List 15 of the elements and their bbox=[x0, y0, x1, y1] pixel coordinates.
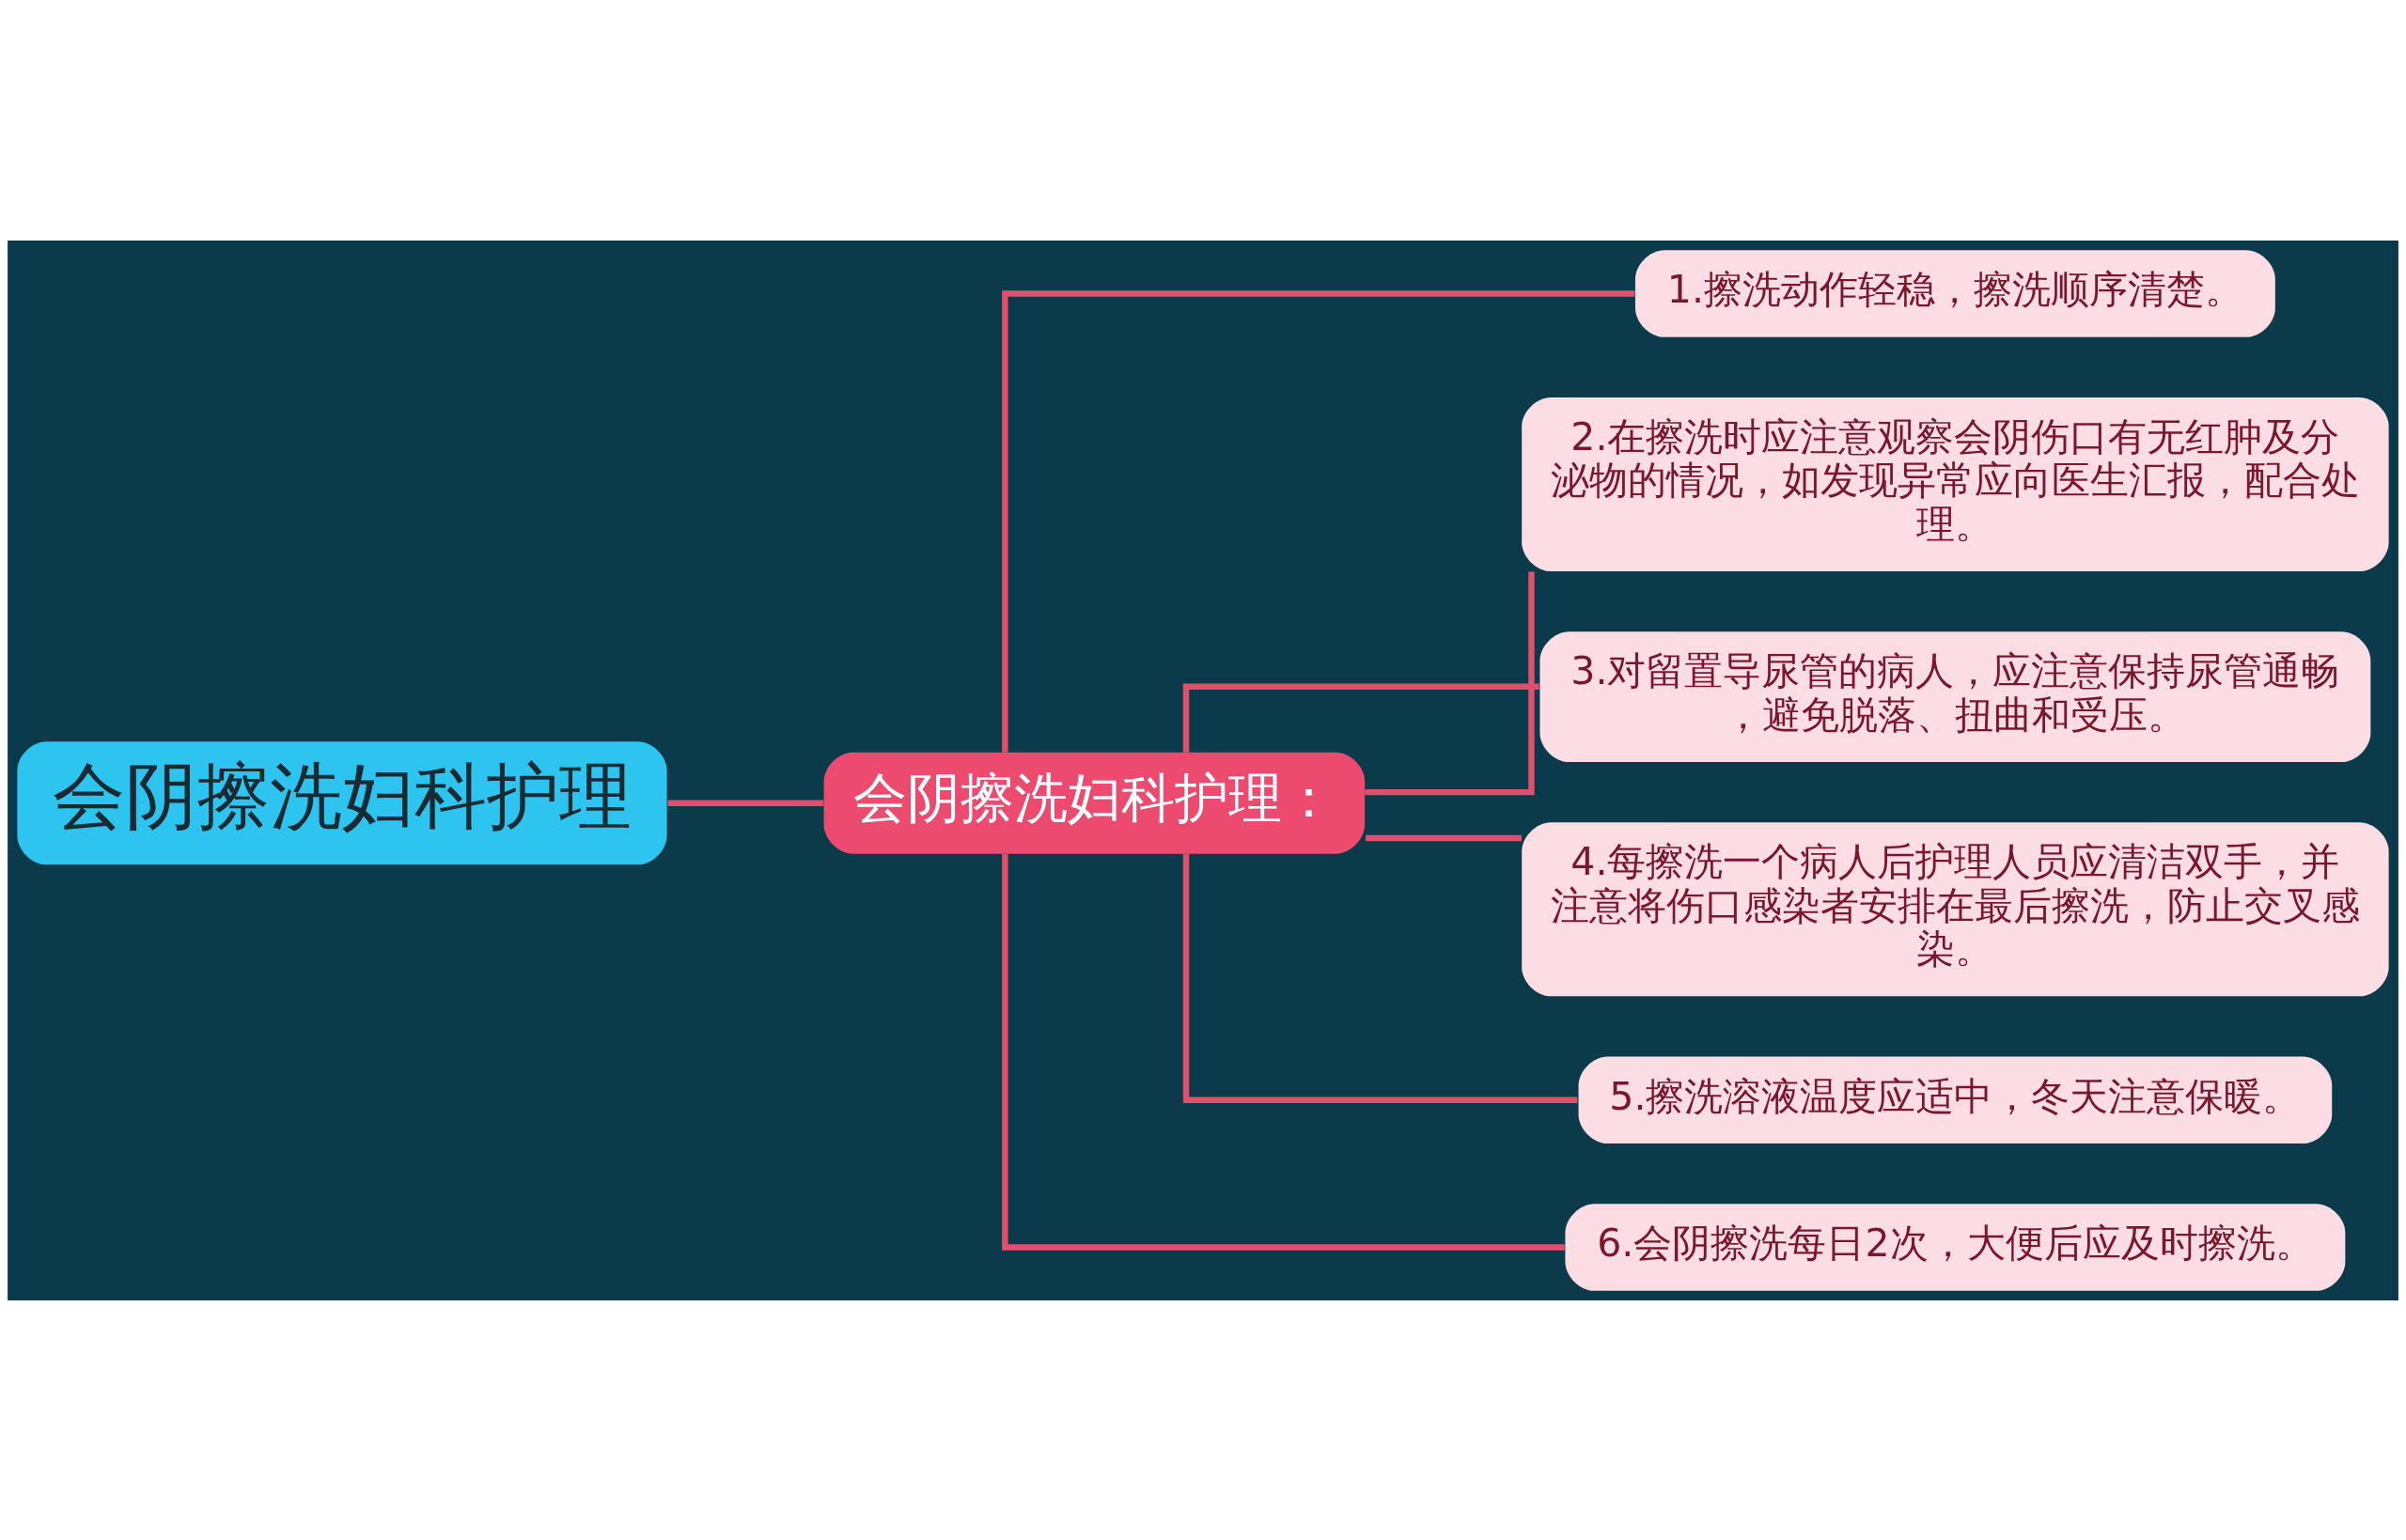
connector bbox=[667, 800, 824, 806]
node-box: 1.擦洗动作轻稳，擦洗顺序清楚。 bbox=[1634, 249, 2275, 337]
connector bbox=[1182, 683, 1539, 753]
connector bbox=[1365, 571, 1535, 795]
node-box: 4.每擦洗一个病人后护理人员应清洁双手，并注意将伤口感染者安排在最后擦洗，防止交叉感染。 bbox=[1522, 821, 2389, 996]
node-box: 3.对留置导尿管的病人，应注意保持尿管通畅，避免脱落、扭曲和受压。 bbox=[1539, 630, 2371, 762]
node-box: 5.擦洗溶液温度应适中，冬天注意保暖。 bbox=[1578, 1056, 2333, 1143]
connector bbox=[1002, 289, 1635, 753]
node-box: 6.会阴擦洗每日2次，大便后应及时擦洗。 bbox=[1565, 1203, 2346, 1291]
connector bbox=[1002, 853, 1565, 1251]
node-box: 会阴擦洗妇科护理： bbox=[823, 752, 1366, 854]
connector bbox=[1365, 834, 1522, 841]
connector bbox=[1182, 853, 1578, 1103]
node-box: 会阴擦洗妇科护理 bbox=[17, 740, 667, 864]
node-box: 2.在擦洗时应注意观察会阴伤口有无红肿及分泌物的情况，如发现异常应向医生汇报，配合处理。 bbox=[1522, 397, 2389, 571]
